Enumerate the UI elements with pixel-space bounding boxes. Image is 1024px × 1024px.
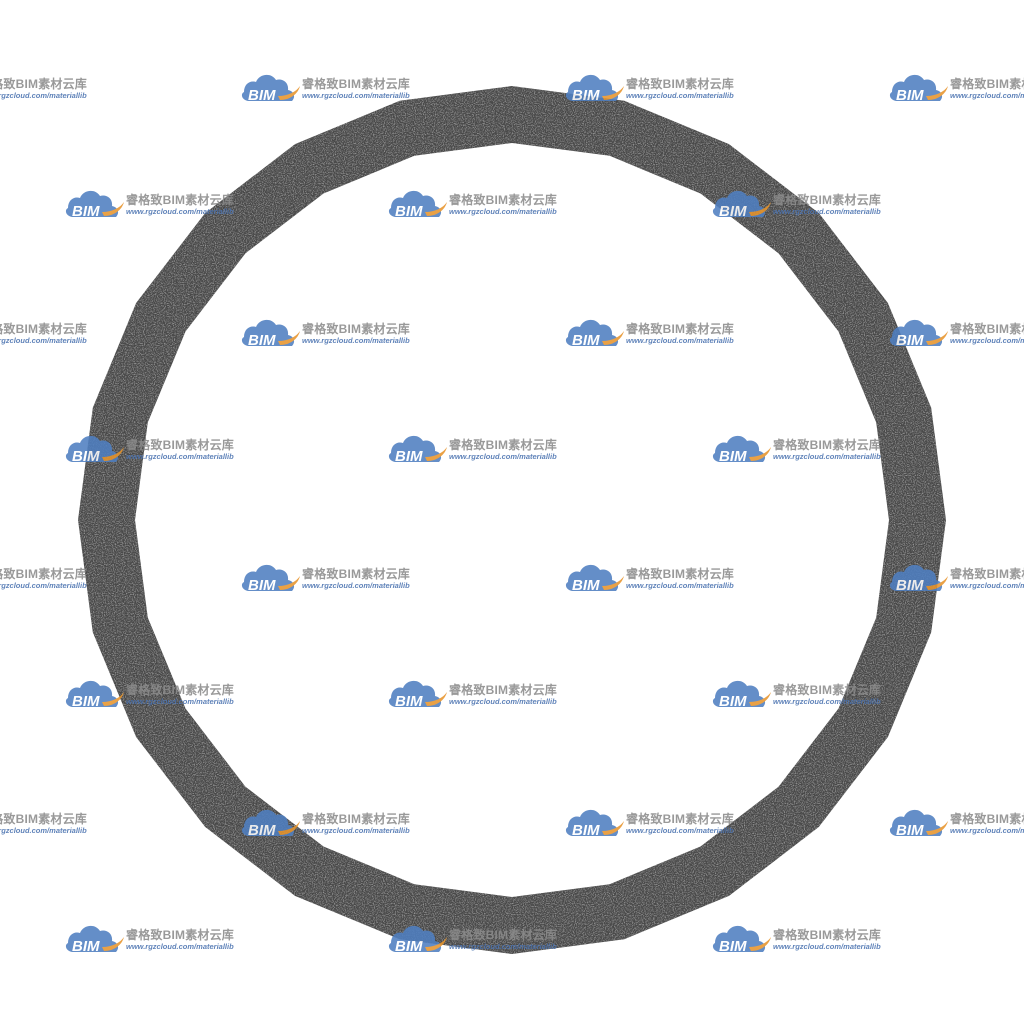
gasket-ring (78, 86, 946, 954)
